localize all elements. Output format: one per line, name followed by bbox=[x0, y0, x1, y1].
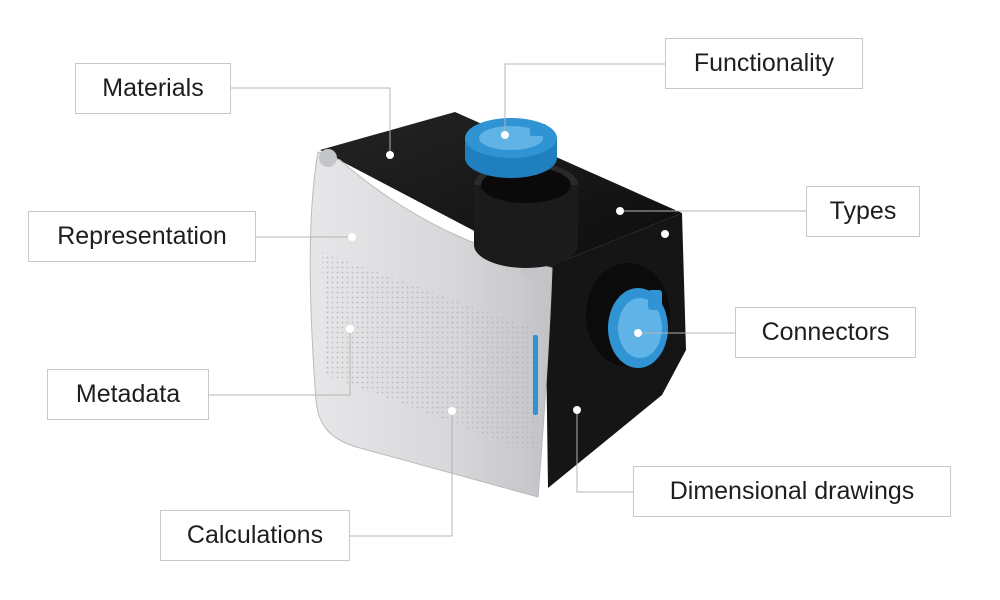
dot-types bbox=[616, 207, 624, 215]
dot-functionality bbox=[501, 131, 509, 139]
dot-representation bbox=[348, 233, 356, 241]
leader-calculations bbox=[350, 411, 453, 537]
front-grille bbox=[322, 252, 538, 455]
leader-functionality bbox=[504, 63, 665, 135]
leader-dimensional-drawings bbox=[576, 410, 633, 493]
callout-representation: Representation bbox=[28, 211, 256, 262]
callout-dimensional-drawings: Dimensional drawings bbox=[633, 466, 951, 517]
dot-materials bbox=[386, 151, 394, 159]
device-housing bbox=[309, 112, 686, 498]
accent-strip bbox=[533, 335, 538, 415]
callout-materials: Materials bbox=[75, 63, 231, 114]
callout-functionality: Functionality bbox=[665, 38, 863, 89]
top-duct bbox=[474, 162, 578, 268]
leader-metadata bbox=[209, 329, 351, 396]
leader-materials bbox=[231, 87, 391, 155]
callout-calculations: Calculations bbox=[160, 510, 350, 561]
dot-connectors bbox=[634, 329, 642, 337]
callout-types: Types bbox=[806, 186, 920, 237]
top-connector bbox=[465, 118, 557, 178]
callout-connectors: Connectors bbox=[735, 307, 916, 358]
dot-metadata bbox=[346, 325, 354, 333]
marker-dots bbox=[346, 131, 642, 415]
dot-calculations bbox=[448, 407, 456, 415]
side-connector bbox=[586, 263, 670, 368]
mount-hole bbox=[661, 230, 669, 238]
callout-metadata: Metadata bbox=[47, 369, 209, 420]
dot-dimensional-drawings bbox=[573, 406, 581, 414]
panel-cap-top-left bbox=[319, 149, 337, 167]
leader-lines bbox=[209, 63, 806, 537]
